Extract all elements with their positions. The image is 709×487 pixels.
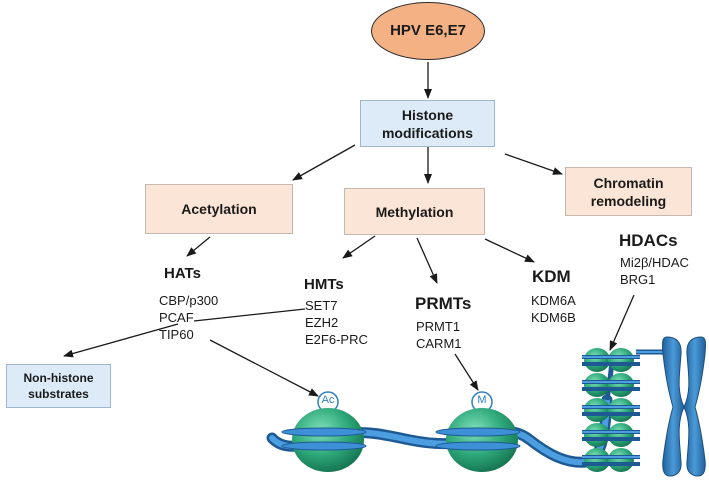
kdm-list: KDM6A KDM6B [531,292,576,326]
hdacs-item: Mi2β/HDAC [620,255,689,270]
arrow-methylation-to-kdm [484,238,535,263]
prmts-item: CARM1 [416,336,462,351]
hmts-item: EZH2 [305,315,339,330]
prmts-list: PRMT1 CARM1 [416,318,462,352]
arrow-pcaf-to-nonhistone [63,323,179,358]
hpv-label: HPV E6,E7 [390,22,466,39]
methylation-box: Methylation [344,188,485,235]
arrow-acetylation-to-hats [186,236,211,257]
chromatin-stack [582,348,672,472]
hats-item: PCAF [159,310,194,325]
arrow-methylation-to-prmts [416,237,438,284]
histone-label-line2: modifications [381,124,473,141]
non-histone-substrates-box: Non-histone substrates [6,364,111,408]
nucleosome-methyl [435,391,521,472]
hpv-oval: HPV E6,E7 [371,2,485,60]
prmts-item: PRMT1 [416,319,461,334]
methylation-label: Methylation [375,203,454,220]
nucleosome-acetyl [281,391,367,472]
kdm-title: KDM [532,267,571,286]
prmts-title: PRMTs [415,294,472,313]
arrow-histone-to-acetylation [292,144,356,181]
hdacs-item: BRG1 [620,272,656,287]
arrow-hdacs-to-chromatin [609,294,635,351]
methyl-mark-label: M [477,394,487,406]
histone-modifications-box: Histone modifications [360,100,495,147]
hats-item: TIP60 [159,327,194,342]
nonhistone-label-line2: substrates [28,387,89,401]
chromatin-label-line2: remodeling [590,192,667,209]
acetyl-mark-label: Ac [321,394,335,406]
hats-list: CBP/p300 PCAF TIP60 [159,292,218,343]
kdm-item: KDM6A [531,293,576,308]
hats-title: HATs [164,265,201,282]
hmts-title: HMTs [304,276,344,293]
arrows [63,62,635,397]
hmts-item: E2F6-PRC [305,332,368,347]
hats-item: CBP/p300 [159,293,219,308]
acetylation-label: Acetylation [181,201,257,217]
hmts-list: SET7 EZH2 E2F6-PRC [305,297,368,348]
line-hmts-to-pcaf [193,308,306,322]
chromatin-remodeling-box: Chromatin remodeling [565,167,692,216]
hmts-item: SET7 [305,298,338,313]
nonhistone-label-line1: Non-histone [23,371,94,385]
arrow-carm1-to-m-nucleosome [454,353,479,391]
kdm-item: KDM6B [531,310,576,325]
arrow-methylation-to-hmts [342,235,376,259]
chromosome-icon [662,336,706,477]
arrow-histone-to-chromatin [504,153,563,175]
acetylation-box: Acetylation [145,184,293,234]
hdacs-list: Mi2β/HDAC BRG1 [620,254,689,288]
chromatin-label-line1: Chromatin [593,174,664,191]
histone-label-line1: Histone [401,106,454,123]
hdacs-title: HDACs [619,231,678,250]
arrow-tip60-to-ac-nucleosome [209,339,319,397]
